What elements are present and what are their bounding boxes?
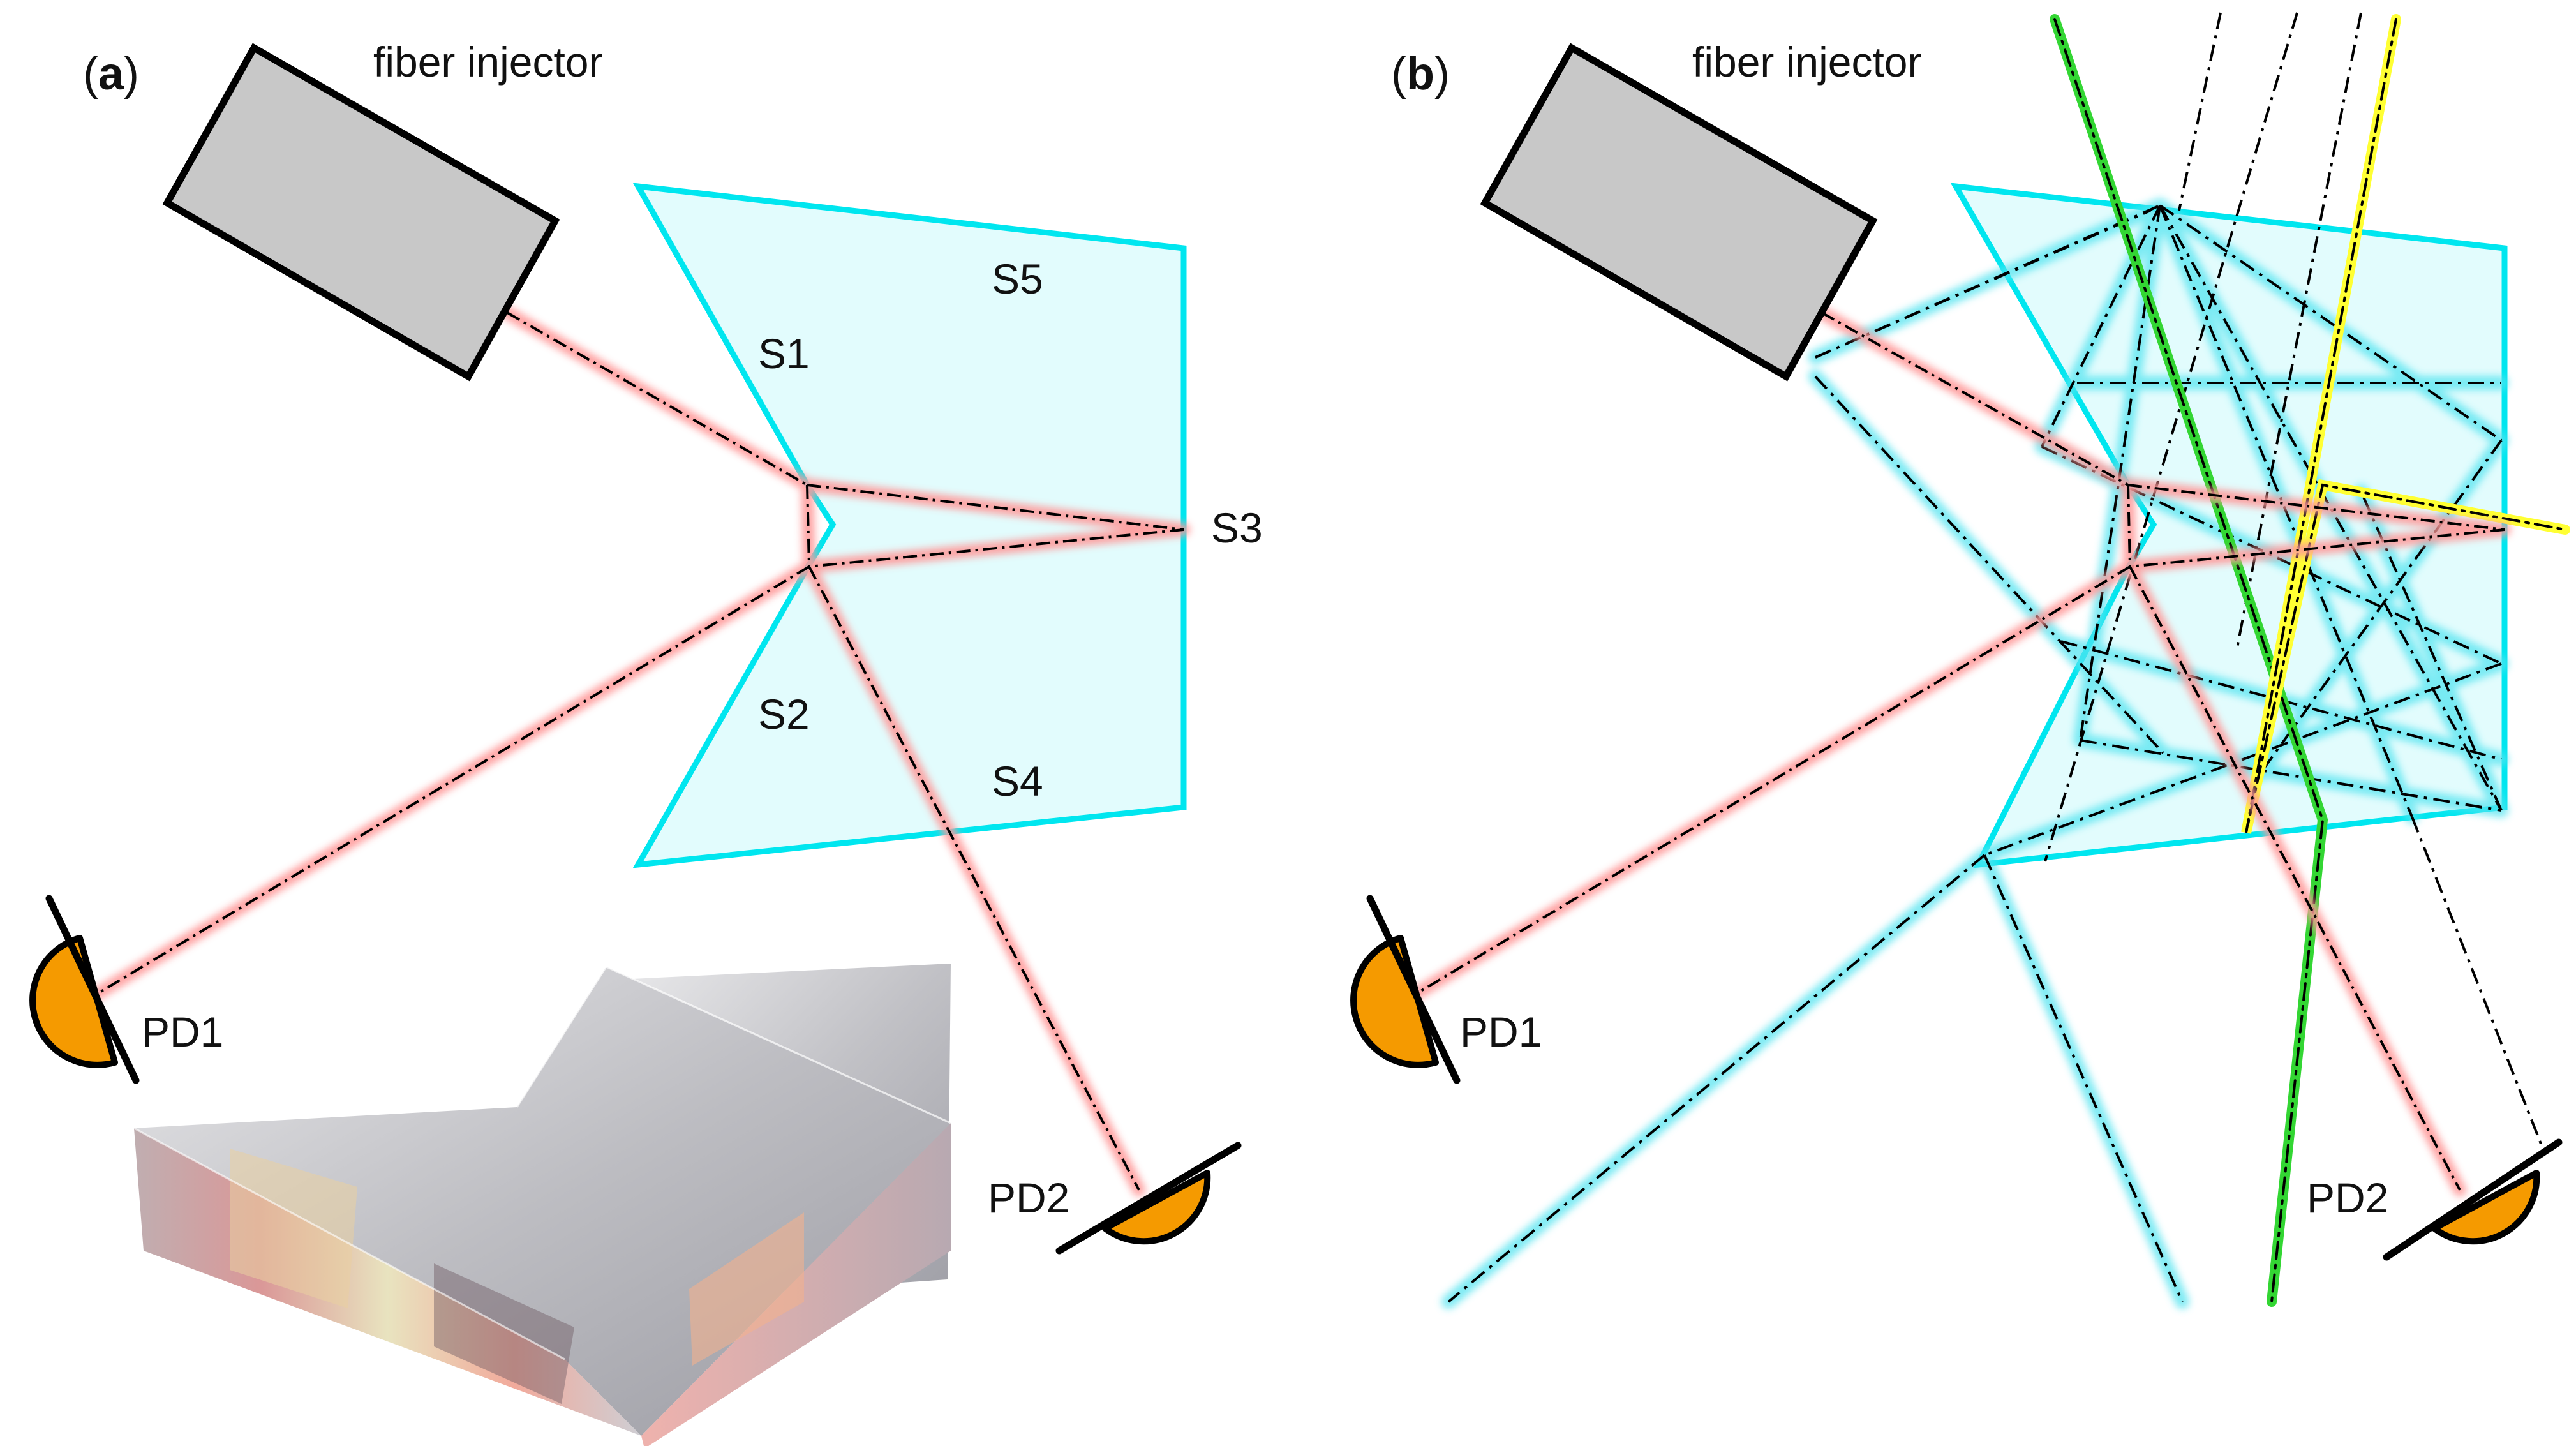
panel-b-stray-rays — [1447, 12, 2544, 1303]
panel-a-surface-label: S3 — [1211, 504, 1263, 551]
panel-a-fiber-injector — [162, 43, 560, 382]
panel-b-yellow-ray — [2241, 14, 2570, 834]
panel-b-detector-label: PD2 — [2307, 1174, 2388, 1221]
panel-a-prism-photo — [133, 964, 951, 1446]
panel-a-surface-label: S2 — [758, 690, 810, 738]
panel-a-surface-label: S4 — [992, 757, 1043, 805]
panel-a-beam-path — [93, 311, 1184, 1191]
panel-b-label: (b) — [1391, 48, 1450, 100]
panel-b-detector-pd1 — [1350, 895, 1461, 1084]
panel-b-green-ray — [2050, 14, 2328, 1307]
panel-b-detector-label: PD1 — [1460, 1008, 1542, 1055]
panel-a-detector-label: PD2 — [988, 1174, 1069, 1221]
panel-a-surface-label: S1 — [758, 330, 810, 377]
panel-b-beam-path — [1412, 311, 2505, 1191]
panel-a-detector-label: PD1 — [142, 1008, 223, 1055]
panel-b: (b) fiber injector — [1350, 12, 2570, 1309]
panel-a-detector-pd2 — [1055, 1142, 1242, 1255]
panel-a-label: (a) — [83, 48, 139, 100]
panel-a-surface-label: S5 — [992, 255, 1043, 302]
panel-b-detector-pd2 — [2383, 1138, 2563, 1261]
panel-a: (a) fiber injector S1 S2 S3 S4 S5 — [29, 38, 1263, 1446]
panel-a-injector-label: fiber injector — [373, 38, 603, 86]
panel-b-injector-label: fiber injector — [1692, 38, 1922, 86]
panel-a-detector-pd1 — [29, 895, 140, 1084]
panel-b-fiber-injector — [1480, 43, 1878, 382]
